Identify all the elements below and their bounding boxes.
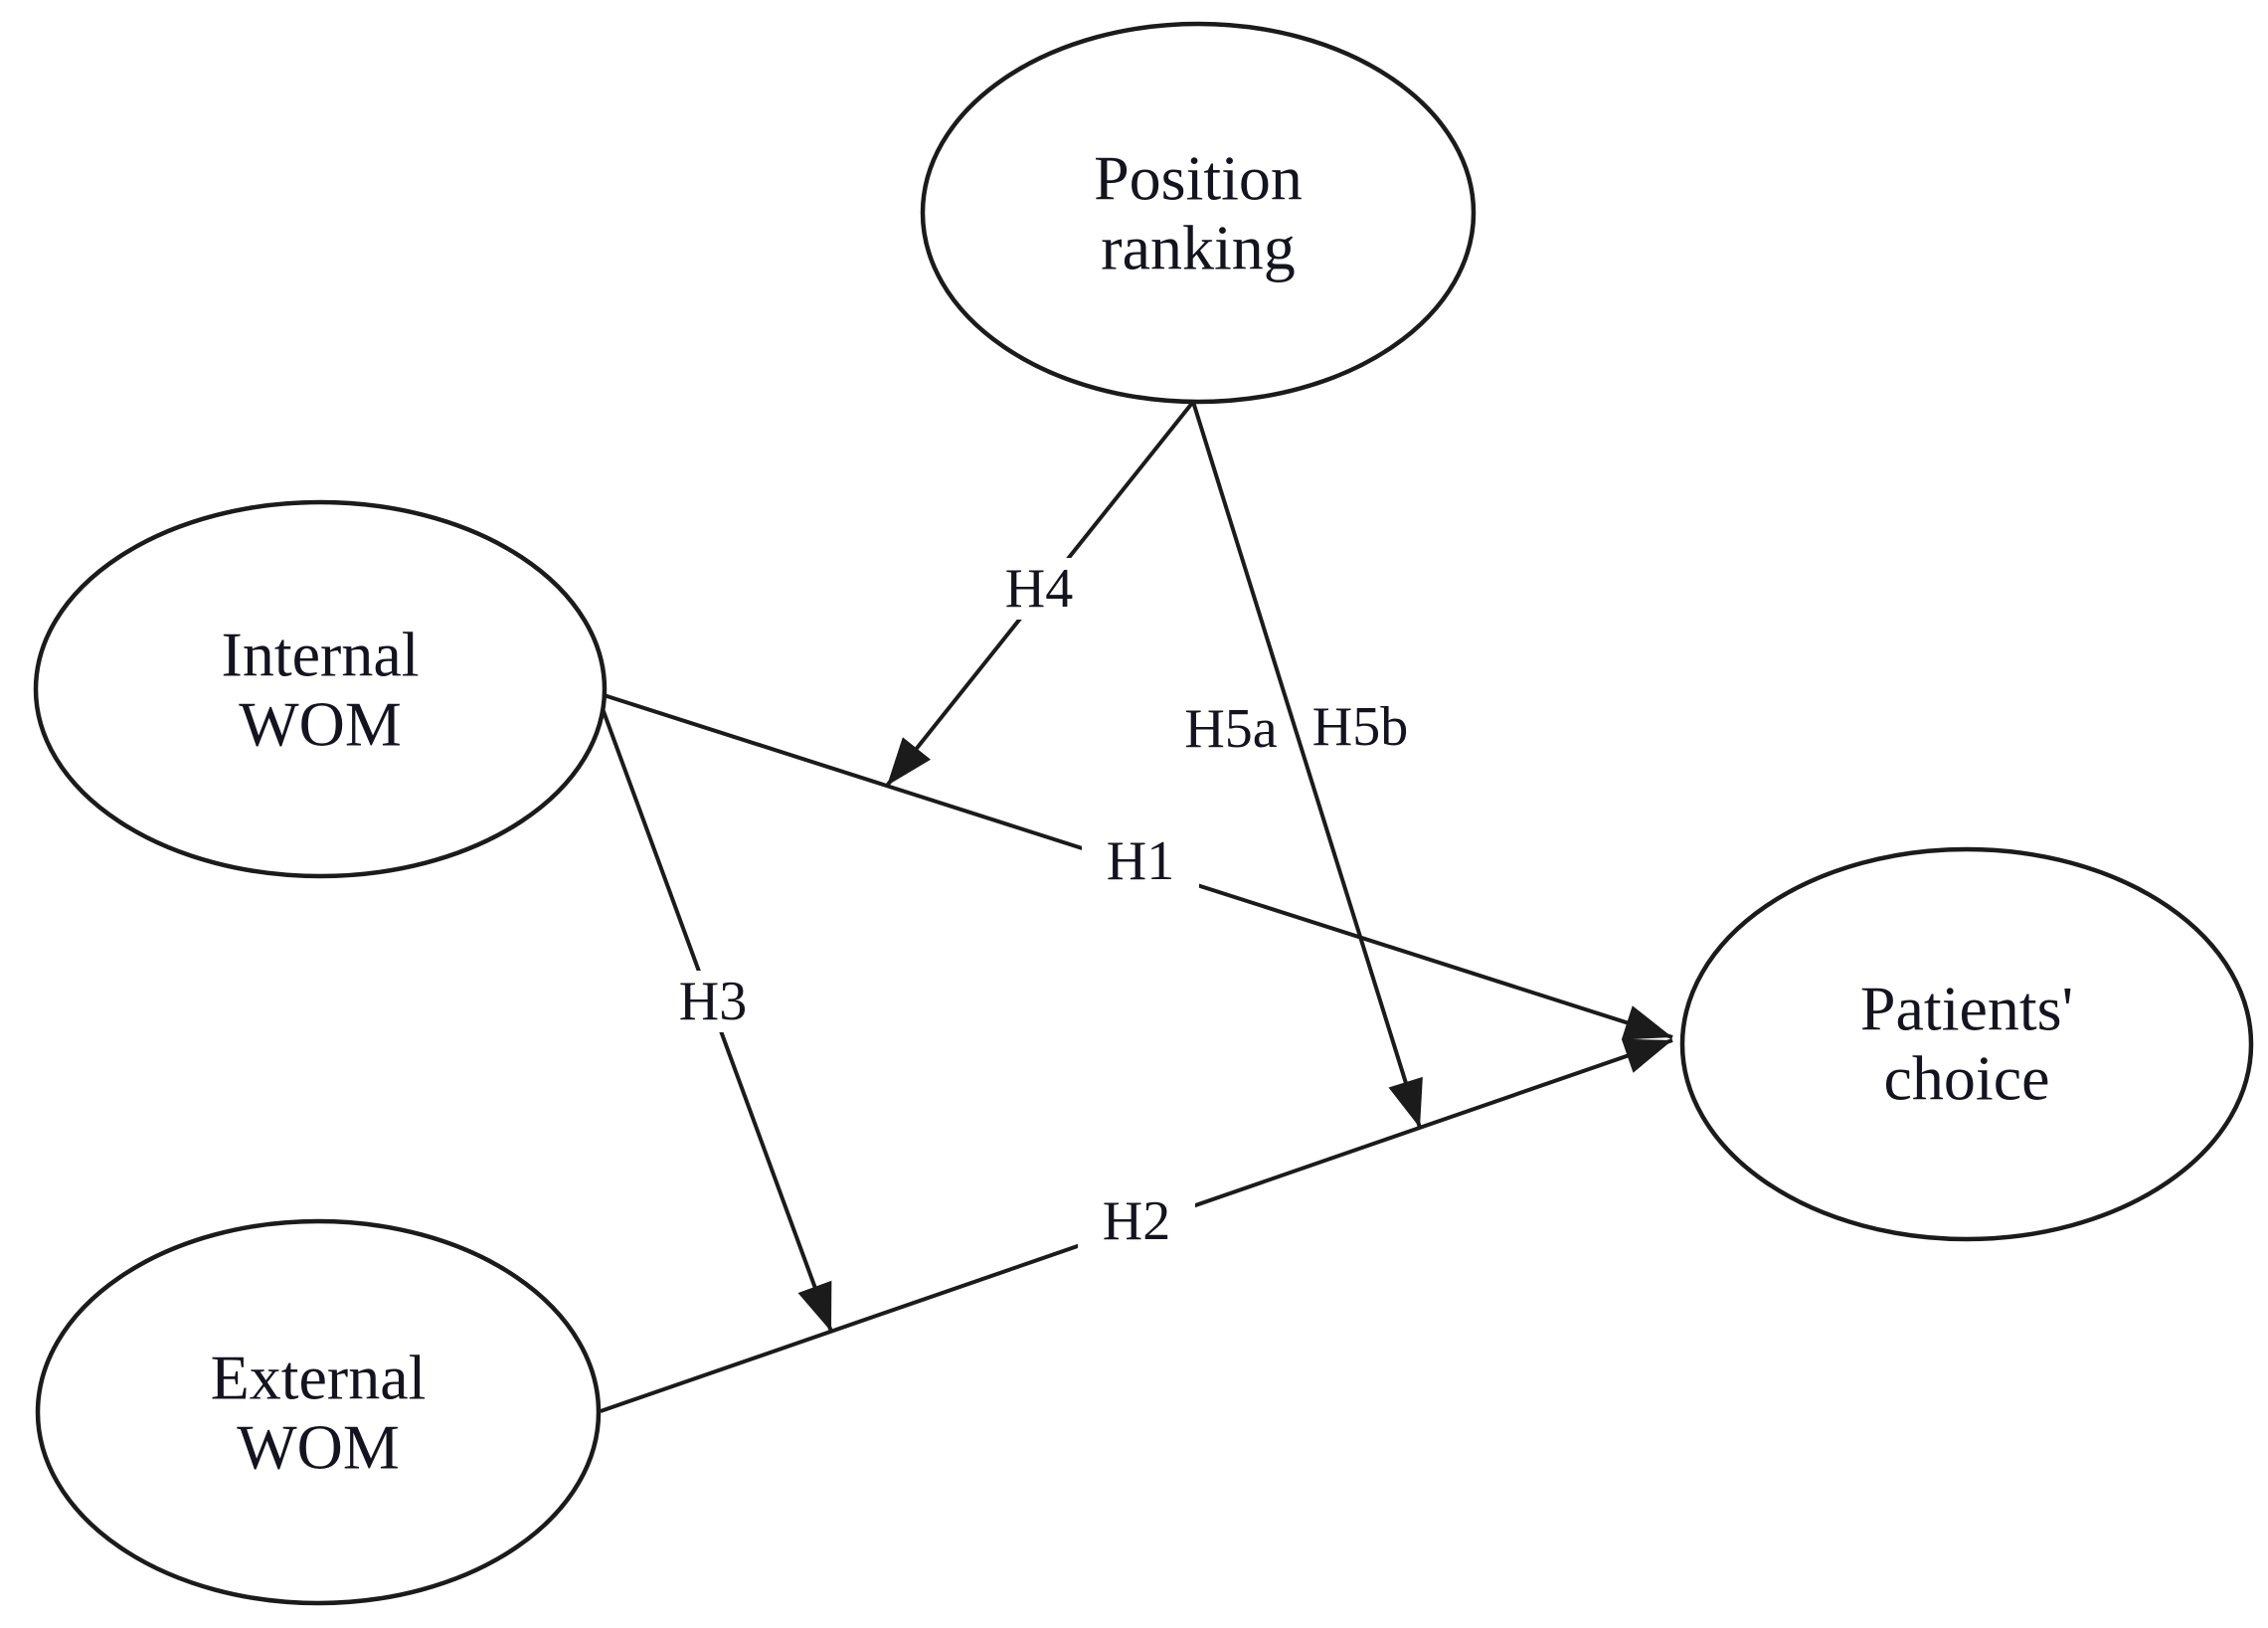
node-internal-wom-ellipse (33, 499, 608, 879)
node-external-wom-label-line2: WOM (237, 1412, 400, 1483)
h4-label-mask (980, 558, 1098, 620)
edge-h2-label: H2 (1103, 1190, 1170, 1252)
node-labels: Position ranking Internal WOM External W… (211, 143, 2073, 1483)
h5a-label-mask (1177, 698, 1283, 760)
edge-h5b-label: H5b (1312, 696, 1408, 758)
h5b-label-mask (1308, 696, 1412, 758)
node-internal-wom-label-line2: WOM (239, 689, 402, 760)
node-patients-choice-label-line1: Patients' (1860, 974, 2073, 1044)
edge-h1-label: H1 (1107, 830, 1174, 892)
node-external-wom-ellipse (35, 1218, 602, 1606)
edge-h3-label: H3 (679, 971, 747, 1032)
node-position-ranking-label-line2: ranking (1101, 213, 1296, 283)
edges (596, 400, 1673, 1413)
node-internal-wom-label-line1: Internal (222, 620, 420, 690)
node-external-wom-label-line1: External (211, 1343, 427, 1413)
edge-h5-position-ranking-to-h2-path (1191, 401, 1423, 1129)
node-position-ranking-ellipse (920, 21, 1477, 405)
node-position-ranking-label-line1: Position (1094, 143, 1303, 214)
h3-label-mask (654, 971, 772, 1032)
edge-label-masks (654, 558, 1412, 1252)
edge-h4-label: H4 (1005, 558, 1073, 620)
node-patients-choice-ellipse (1679, 846, 2254, 1242)
nodes (33, 21, 2254, 1606)
h1-label-mask (1082, 830, 1199, 892)
edge-labels: H1 H2 H3 H4 H5a H5b (679, 558, 1408, 1252)
edge-h5a-label: H5a (1184, 698, 1277, 760)
h2-label-mask (1078, 1190, 1195, 1252)
node-patients-choice-label-line2: choice (1884, 1043, 2050, 1114)
